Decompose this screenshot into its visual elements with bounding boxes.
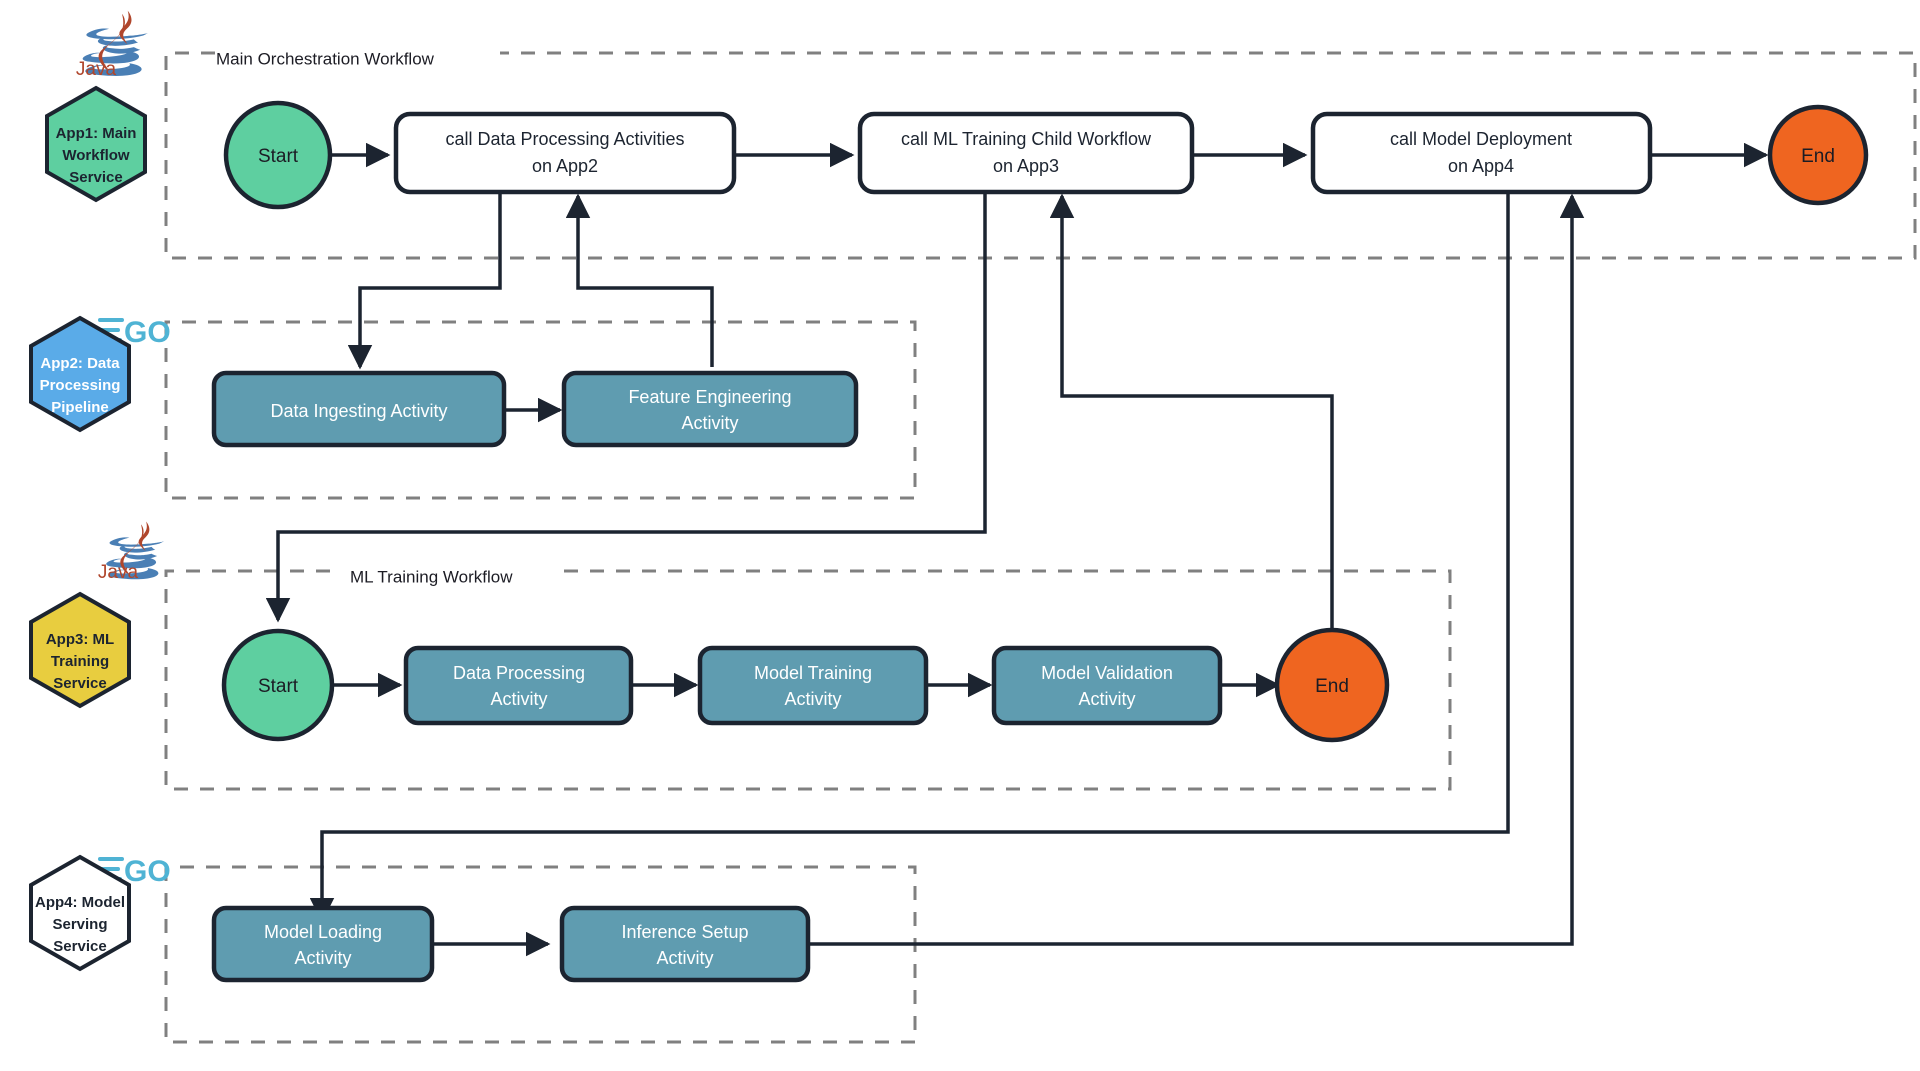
app2-label-line-0: App2: Data — [40, 355, 120, 372]
main-call-app4-label-0: call Model Deployment — [1390, 129, 1572, 149]
app1-badge: Java App1: Main Workflow Service — [45, 10, 148, 203]
main-start-label: Start — [258, 146, 299, 167]
ml-model-validation-box[interactable] — [991, 645, 1223, 726]
lane-label-main: Main Orchestration Workflow — [216, 49, 435, 68]
app4-hexagon — [29, 854, 131, 972]
app2-tech-label: GO — [124, 316, 171, 349]
node-main-call-app4[interactable]: call Model Deployment on App4 — [1310, 111, 1653, 195]
main-call-app3-label-1: on App3 — [993, 156, 1059, 176]
app2-label-line-2: Pipeline — [51, 399, 109, 416]
data-ingesting-label-0: Data Ingesting Activity — [270, 401, 447, 421]
ml-model-training-label-1: Activity — [784, 689, 841, 709]
main-call-app4-box[interactable] — [1310, 111, 1653, 195]
ml-start-label: Start — [258, 676, 299, 697]
edge-call-app2-to-data-ingesting — [347, 192, 502, 370]
node-app2-data-ingesting[interactable]: Data Ingesting Activity — [211, 370, 507, 448]
feature-engineering-box[interactable] — [561, 370, 859, 448]
app1-tech-label: Java — [76, 59, 117, 80]
ml-end-label: End — [1315, 676, 1349, 697]
app1-label-line-2: Service — [69, 169, 122, 186]
app4-badge: GO App4: Model Serving Service — [29, 854, 171, 972]
app1-label-line-1: Workflow — [62, 147, 130, 164]
ml-end-circle[interactable] — [1274, 627, 1390, 743]
node-ml-data-processing[interactable]: Data Processing Activity — [403, 645, 634, 726]
main-call-app3-box[interactable] — [857, 111, 1195, 195]
main-call-app4-label-1: on App4 — [1448, 156, 1514, 176]
main-call-app2-box[interactable] — [393, 111, 737, 195]
edge-ml-end-to-call-app3 — [1049, 193, 1334, 630]
ml-data-processing-label-0: Data Processing — [453, 663, 585, 683]
node-app2-feature-engineering[interactable]: Feature Engineering Activity — [561, 370, 859, 448]
node-main-start[interactable]: Start — [223, 100, 333, 210]
model-loading-box[interactable] — [211, 905, 435, 983]
go-icon: GO — [92, 855, 171, 888]
app1-label-line-0: App1: Main — [56, 125, 137, 142]
app2-badge: GO App2: Data Processing Pipeline — [29, 315, 171, 433]
main-end-label: End — [1801, 146, 1835, 167]
app3-badge: Java App3: ML Training Service — [29, 521, 164, 709]
ml-model-training-box[interactable] — [697, 645, 929, 726]
main-call-app2-label-1: on App2 — [532, 156, 598, 176]
feature-engineering-label-1: Activity — [681, 413, 738, 433]
app2-hexagon — [29, 315, 131, 433]
node-ml-start[interactable]: Start — [221, 628, 335, 742]
main-call-app3-label-0: call ML Training Child Workflow — [901, 129, 1152, 149]
app3-tech-label: Java — [98, 562, 139, 583]
app3-label-line-2: Service — [53, 675, 106, 692]
node-ml-end[interactable]: End — [1274, 627, 1390, 743]
node-app4-model-loading[interactable]: Model Loading Activity — [211, 905, 435, 983]
app4-label-line-0: App4: Model — [35, 894, 125, 911]
app4-tech-label: GO — [124, 855, 171, 888]
model-loading-label-1: Activity — [294, 948, 351, 968]
main-call-app2-label-0: call Data Processing Activities — [445, 129, 684, 149]
app3-label-line-1: Training — [51, 653, 109, 670]
ml-model-training-label-0: Model Training — [754, 663, 872, 683]
edge-call-app3-to-ml-start — [265, 192, 987, 623]
node-main-call-app2[interactable]: call Data Processing Activities on App2 — [393, 111, 737, 195]
lane-box-ml — [164, 569, 1452, 791]
node-ml-model-validation[interactable]: Model Validation Activity — [991, 645, 1223, 726]
lane-box-app4 — [164, 865, 917, 1044]
app1-hexagon — [45, 85, 147, 203]
edge-feature-engineering-to-call-app2 — [565, 193, 714, 367]
inference-setup-label-1: Activity — [656, 948, 713, 968]
node-main-end[interactable]: End — [1767, 104, 1869, 206]
node-app4-inference-setup[interactable]: Inference Setup Activity — [559, 905, 811, 983]
data-ingesting-box[interactable] — [211, 370, 507, 448]
ml-model-validation-label-0: Model Validation — [1041, 663, 1173, 683]
ml-data-processing-label-1: Activity — [490, 689, 547, 709]
ml-start-circle[interactable] — [221, 628, 335, 742]
feature-engineering-label-0: Feature Engineering — [628, 387, 791, 407]
lane-box-app2 — [164, 320, 917, 500]
ml-model-validation-label-1: Activity — [1078, 689, 1135, 709]
main-start-circle[interactable] — [223, 100, 333, 210]
app4-label-line-1: Serving — [52, 916, 107, 933]
ml-data-processing-box[interactable] — [403, 645, 634, 726]
app2-label-line-1: Processing — [40, 377, 121, 394]
inference-setup-box[interactable] — [559, 905, 811, 983]
lane-label-ml: ML Training Workflow — [350, 567, 513, 586]
app3-hexagon — [29, 591, 131, 709]
lane-boundaries — [164, 51, 1917, 1044]
app3-label-line-0: App3: ML — [46, 631, 114, 648]
node-main-call-app3[interactable]: call ML Training Child Workflow on App3 — [857, 111, 1195, 195]
java-icon — [106, 521, 164, 580]
lane-box-main — [164, 51, 1917, 260]
java-icon — [82, 10, 148, 76]
connectors — [265, 142, 1769, 957]
model-loading-label-0: Model Loading — [264, 922, 382, 942]
edge-inference-setup-to-call-app4 — [808, 193, 1585, 946]
node-ml-model-training[interactable]: Model Training Activity — [697, 645, 929, 726]
edge-call-app4-to-model-loading — [309, 192, 1510, 923]
app4-label-line-2: Service — [53, 938, 106, 955]
inference-setup-label-0: Inference Setup — [621, 922, 748, 942]
main-end-circle[interactable] — [1767, 104, 1869, 206]
